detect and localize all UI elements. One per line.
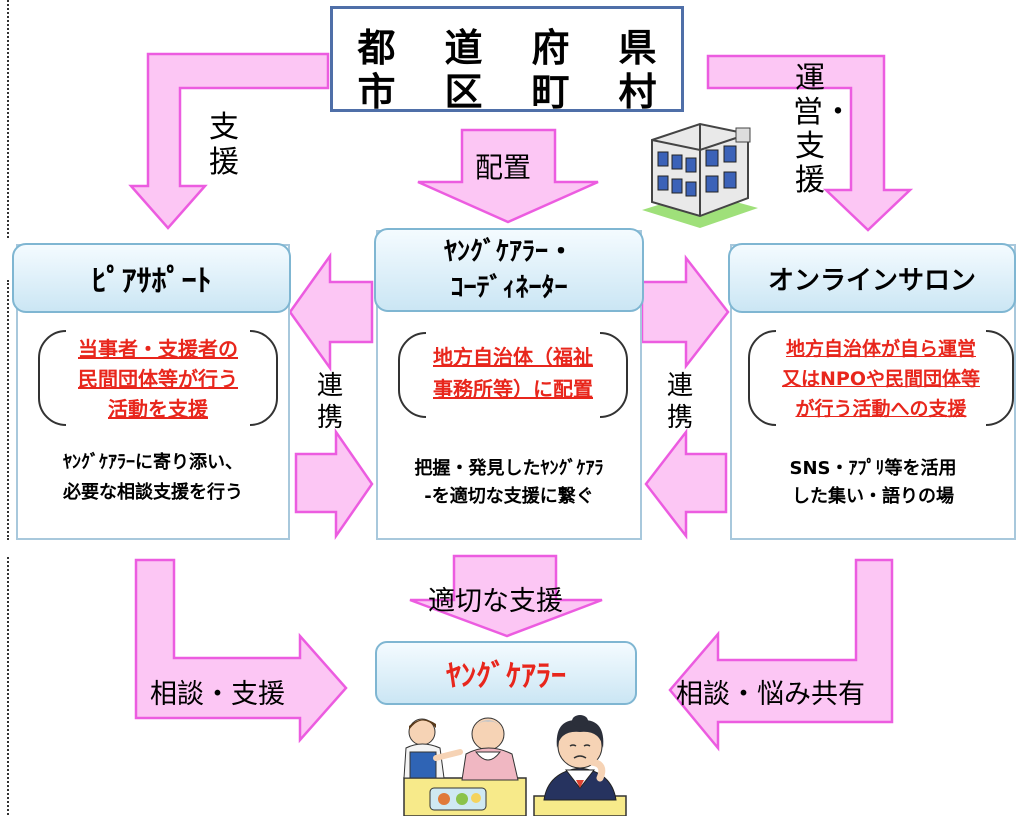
char-shi: 市 xyxy=(357,70,396,114)
online-salon-desc-1: SNS・ｱﾌﾟﾘ等を活用 xyxy=(789,458,957,479)
coordinator-title-line-2: ｺｰﾃﾞｨﾈｰﾀｰ xyxy=(450,273,568,303)
char-fu: 府 xyxy=(531,26,570,70)
label-placement: 配置 xyxy=(475,151,532,184)
label-consult-share: 相談・悩み共有 xyxy=(676,679,865,710)
char-dou: 道 xyxy=(444,26,483,70)
char-ku: 区 xyxy=(444,70,483,114)
coordinator-title: ﾔﾝｸﾞｹｱﾗｰ・ ｺｰﾃﾞｨﾈｰﾀｰ xyxy=(374,228,644,312)
online-salon-title: オンラインサロン xyxy=(728,243,1016,313)
caregiver-feeding-elder-icon xyxy=(403,717,527,816)
arrow-management-right xyxy=(706,54,914,232)
label-link-left: 連携 xyxy=(316,371,343,433)
left-dotted-guide-1 xyxy=(7,0,9,238)
label-management-right: 運営・支援 xyxy=(793,61,853,198)
arrow-consult-support xyxy=(134,558,348,744)
label-appropriate-support: 適切な支援 xyxy=(428,586,563,617)
young-carer-box: ﾔﾝｸﾞｹｱﾗｰ xyxy=(375,641,637,705)
worried-student-icon xyxy=(533,715,627,816)
arrow-consult-share xyxy=(668,558,894,752)
top-box-row-1: 都 道 府 県 xyxy=(333,17,681,72)
coordinator-desc-1: 把握・発見したﾔﾝｸﾞｹｱﾗ xyxy=(414,458,604,479)
online-salon-red-line-2: 又はNPOや民間団体等 xyxy=(782,368,980,390)
prefecture-municipality-box: 都 道 府 県 市 区 町 村 xyxy=(330,6,684,114)
coordinator-desc-2: -を適切な支援に繋ぐ xyxy=(424,486,594,507)
online-salon-desc-2: した集い・語りの場 xyxy=(792,486,954,507)
arrow-support-left xyxy=(128,52,330,230)
arrow-appropriate-support xyxy=(409,554,603,638)
online-salon-red-line-3: が行う活動への支援 xyxy=(795,398,967,420)
char-to: 都 xyxy=(357,26,396,70)
peer-support-title: ﾋﾟｱｻﾎﾟｰﾄ xyxy=(12,243,291,313)
top-box-row-2: 市 区 町 村 xyxy=(333,61,681,116)
arrow-link-right-lower xyxy=(644,428,728,540)
peer-support-red-line-3: 活動を支援 xyxy=(108,397,208,421)
office-building-icon xyxy=(642,122,758,228)
peer-support-red-line-1: 当事者・支援者の xyxy=(78,337,238,361)
char-ken: 県 xyxy=(618,26,657,70)
online-salon-red-line-1: 地方自治体が自ら運営 xyxy=(785,338,976,360)
peer-support-desc-2: 必要な相談支援を行う xyxy=(63,482,243,503)
coordinator-red-line-2: 事務所等）に配置 xyxy=(433,377,593,401)
arrow-link-left-upper xyxy=(288,252,374,372)
char-mura: 村 xyxy=(618,70,657,114)
label-link-right: 連携 xyxy=(666,371,693,433)
left-dotted-guide-3 xyxy=(7,557,9,815)
peer-support-red-line-2: 民間団体等が行う xyxy=(78,367,238,391)
label-consult-support: 相談・支援 xyxy=(150,679,285,710)
arrow-link-left-lower xyxy=(294,427,374,541)
coordinator-red-line-1: 地方自治体（福祉 xyxy=(433,345,593,369)
arrow-placement xyxy=(417,128,599,224)
arrow-link-right-upper xyxy=(640,254,730,370)
peer-support-desc-1: ﾔﾝｸﾞｹｱﾗｰに寄り添い、 xyxy=(63,452,243,473)
peer-support-bracket: 当事者・支援者の 民間団体等が行う 活動を支援 xyxy=(38,329,278,427)
label-support-left: 支援 xyxy=(209,110,239,180)
char-machi: 町 xyxy=(531,70,570,114)
online-salon-bracket: 地方自治体が自ら運営 又はNPOや民間団体等 が行う活動への支援 xyxy=(748,329,1014,427)
coordinator-bracket: 地方自治体（福祉 事務所等）に配置 xyxy=(398,331,628,419)
left-dotted-guide-2 xyxy=(7,280,9,540)
coordinator-title-line-1: ﾔﾝｸﾞｹｱﾗｰ・ xyxy=(443,237,574,267)
